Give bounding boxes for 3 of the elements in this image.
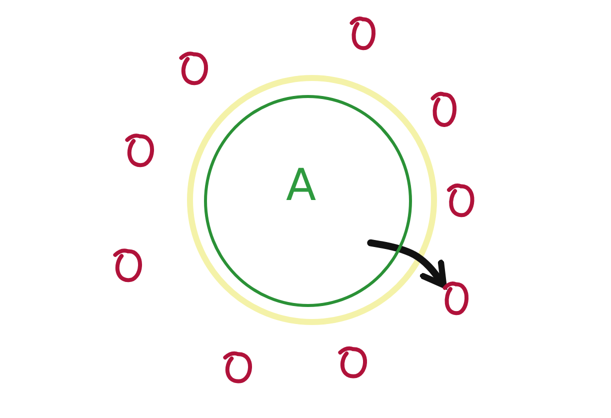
arrow [367, 239, 447, 288]
circle-node [204, 95, 412, 307]
node-label: A [286, 164, 316, 208]
